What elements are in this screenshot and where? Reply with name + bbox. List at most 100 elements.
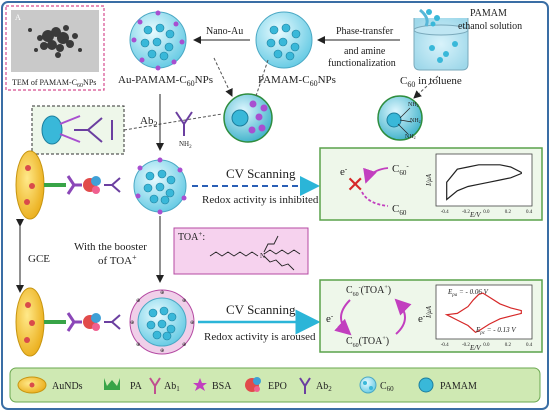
chart1-xtick-4: 0.4 xyxy=(526,210,533,215)
chart1-xtick-1: -0.2 xyxy=(462,210,470,215)
chart1-xtick-2: 0.0 xyxy=(483,210,490,215)
zoom-box-left xyxy=(31,105,125,155)
redox-aroused-label: Redox activity is aroused xyxy=(204,331,316,343)
booster-line2: of TOA+ xyxy=(98,253,137,267)
svg-text:⊕: ⊕ xyxy=(182,342,186,348)
legend-bsa-icon xyxy=(193,378,207,391)
svg-text:⊕: ⊕ xyxy=(160,290,164,296)
svg-text:⊕: ⊕ xyxy=(182,298,186,304)
redox2-e-left: e- xyxy=(326,312,334,325)
chart1-xtick-0: -0.4 xyxy=(441,210,449,215)
cv-chart-top: -0.4 -0.2 0.0 0.2 0.4 E/V I/μA xyxy=(425,153,533,219)
cv-scanning-label-1: CV Scanning xyxy=(226,166,296,181)
chart1-xlabel: E/V xyxy=(469,211,481,219)
legend-aunds-label: AuNDs xyxy=(52,381,83,392)
pamam-title: PAMAM xyxy=(470,8,507,19)
beaker-icon xyxy=(413,8,469,71)
redox1-c60: C60 xyxy=(392,203,407,217)
zoom-circle-middle xyxy=(223,93,273,143)
ab2-antibody-icon xyxy=(175,111,193,136)
gce-label: GCE xyxy=(28,253,50,265)
nano-au-label: Nano-Au xyxy=(206,26,243,37)
svg-text:⊕: ⊕ xyxy=(160,348,164,354)
legend-c60-label: C60 xyxy=(380,381,394,393)
phase-transfer-label: Phase-transfer xyxy=(336,26,394,37)
redox-inhibited-label: Redox activity is inhibited xyxy=(202,194,319,206)
legend-c60-icon xyxy=(359,376,377,394)
redox1-e: e- xyxy=(340,165,348,178)
tem-letter: A xyxy=(15,13,21,22)
toa-structure-box: TOA+: N xyxy=(173,227,309,275)
toa-n-label: N xyxy=(260,252,265,260)
nh-label-1: NH2 xyxy=(408,102,419,108)
legend-bsa-label: BSA xyxy=(212,381,232,392)
chart2-ylabel: I/μA xyxy=(425,305,433,319)
nh-label-3: NH2 xyxy=(405,134,416,140)
chart1-ylabel: I/μA xyxy=(425,173,433,187)
au-pamam-c60-sphere xyxy=(129,10,187,71)
cv-scanning-label-2: CV Scanning xyxy=(226,302,296,317)
functionalization-label: functionalization xyxy=(328,58,396,69)
pamam-c60-sphere xyxy=(255,11,313,69)
redox2-bottom-species: C60(TOA+) xyxy=(346,336,389,349)
complex-sphere-top xyxy=(133,157,187,215)
tem-caption: TEM of PAMAM-C60NPs xyxy=(12,78,96,89)
redox2-e-right: e- xyxy=(418,312,426,325)
legend-bar: AuNDs PA Ab1 BSA EPO Ab2 C60 PAMAM xyxy=(9,367,541,403)
zoom-circle-right: NH2 NH2 NH2 xyxy=(377,95,423,141)
cv-chart-bottom: -0.4 -0.2 0.0 0.2 0.4 E/V I/μA Epa = - 0.06 … xyxy=(425,284,533,352)
legend-ab1-icon xyxy=(149,377,161,394)
cross-mark: ✕ xyxy=(346,172,364,197)
sandwich-immuno-top xyxy=(44,175,121,195)
chart2-xtick-0: -0.4 xyxy=(441,343,449,348)
chart2-xlabel: E/V xyxy=(469,344,481,352)
pamam-c60-label: PAMAM-C60NPs xyxy=(258,74,336,88)
electrode-top xyxy=(15,150,45,220)
svg-text:⊕: ⊕ xyxy=(130,320,134,326)
toa-label: TOA+: xyxy=(178,230,205,243)
svg-text:⊕: ⊕ xyxy=(136,298,140,304)
chart2-xtick-4: 0.4 xyxy=(526,343,533,348)
ab2-label: Ab2 xyxy=(140,115,157,129)
redox2-top-species: C60-(TOA+) xyxy=(346,285,391,298)
svg-text:⊕: ⊕ xyxy=(136,342,140,348)
redox1-c60-minus: C60- xyxy=(392,162,409,177)
booster-line1: With the booster xyxy=(74,241,147,253)
legend-pa-label: PA xyxy=(130,381,143,392)
tem-micrograph xyxy=(28,25,82,58)
ab2-nh2-label: NH2 xyxy=(179,140,192,150)
chart2-xtick-2: 0.0 xyxy=(483,343,490,348)
legend-ab2-label: Ab2 xyxy=(316,381,332,393)
legend-epo-label: EPO xyxy=(268,381,287,392)
zoom-link-right xyxy=(413,75,439,99)
redox-box-bottom: C60-(TOA+) C60(TOA+) e- e- xyxy=(319,279,543,353)
svg-text:⊕: ⊕ xyxy=(190,320,194,326)
zoom-link-middle xyxy=(213,57,233,97)
complex-sphere-bottom: ⊕ ⊕ ⊕ ⊕ ⊕ ⊕ ⊕ ⊕ xyxy=(129,289,195,355)
sandwich-immuno-bottom xyxy=(44,312,121,332)
legend-ab2-icon xyxy=(299,377,311,394)
chart2-xtick-1: -0.2 xyxy=(462,343,470,348)
au-pamam-c60-label: Au-PAMAM-C60NPs xyxy=(118,74,213,88)
chart2-series-line xyxy=(444,292,522,334)
chart2-epc-annotation: Epc = - 0.13 V xyxy=(475,326,516,336)
legend-pamam-label: PAMAM xyxy=(440,381,477,392)
chart1-xtick-3: 0.2 xyxy=(505,210,512,215)
nh-label-2: NH2 xyxy=(410,118,421,124)
chart2-xtick-3: 0.2 xyxy=(505,343,512,348)
legend-pamam-icon xyxy=(418,377,434,393)
electrode-bottom xyxy=(15,287,45,357)
legend-epo-icon xyxy=(245,377,261,392)
c60-toluene-label: C60 in toluene xyxy=(400,75,462,89)
legend-pa-icon xyxy=(104,378,120,390)
legend-ab1-label: Ab1 xyxy=(164,381,180,393)
pamam-solution-label: ethanol solution xyxy=(458,21,522,32)
chart1-frame xyxy=(435,153,533,207)
zoom-link-left xyxy=(123,113,223,131)
chart1-series-line xyxy=(446,164,522,201)
tem-panel: A TEM of PAMAM-C60NPs xyxy=(5,5,105,91)
zoom-link-middle-2 xyxy=(255,59,269,97)
chart2-epa-annotation: Epa = - 0.06 V xyxy=(447,288,489,298)
